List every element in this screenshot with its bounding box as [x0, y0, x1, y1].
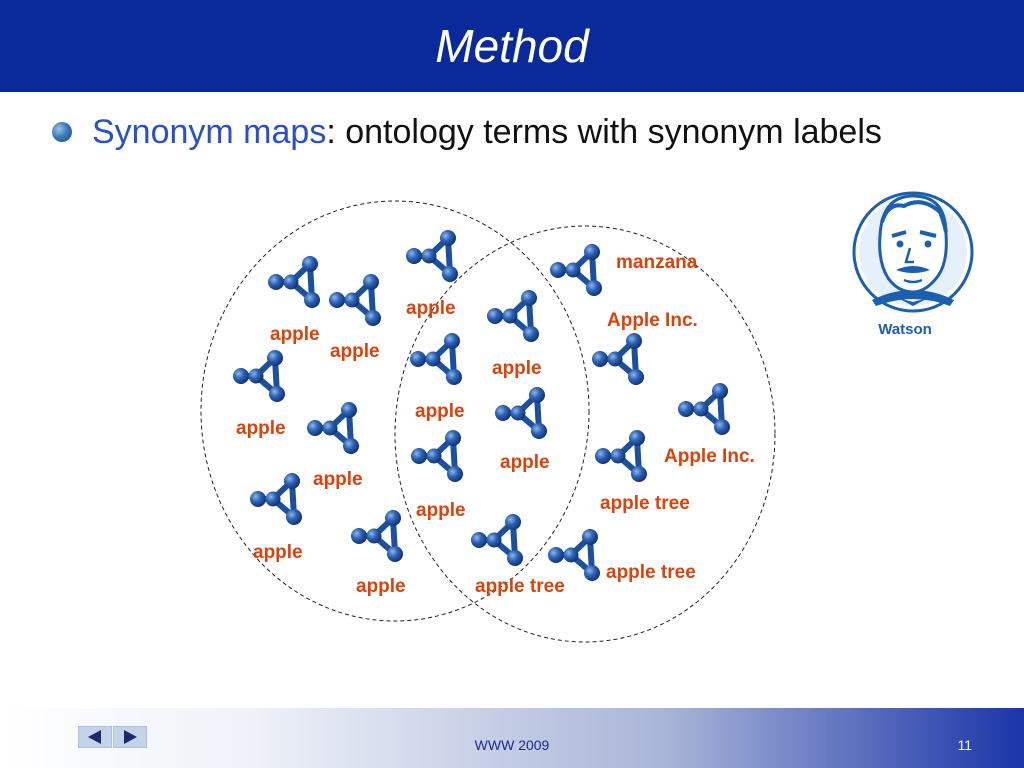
- ontology-node-icon: [351, 510, 403, 562]
- ontology-node-icon: [268, 256, 320, 308]
- bullet-highlight: Synonym maps: [92, 113, 327, 151]
- left-ellipse: [200, 200, 590, 622]
- watson-portrait-icon: Watson: [852, 191, 974, 338]
- label-apple-tree-2: apple tree: [606, 562, 696, 583]
- label-apple-1: apple: [406, 298, 456, 319]
- ontology-node-icon: [411, 430, 463, 482]
- label-apple-10: apple: [253, 542, 303, 563]
- ontology-node-icon: [595, 430, 647, 482]
- label-apple-8: apple: [313, 469, 363, 490]
- label-apple-3: apple: [330, 341, 380, 362]
- ontology-node-icon: [250, 473, 302, 525]
- prev-arrow-icon: [88, 730, 101, 744]
- label-apple-5: apple: [415, 401, 465, 422]
- slide-header: Method: [0, 0, 1024, 92]
- bullet-text: Synonym maps: ontology terms with synony…: [92, 111, 882, 153]
- synonym-labels: manzana apple Apple Inc. apple apple app…: [236, 252, 755, 597]
- conference-label: WWW 2009: [474, 737, 550, 753]
- ontology-node-icon: [495, 387, 547, 439]
- sphere-bullet-icon: [52, 122, 72, 142]
- ontology-node-icon: [406, 230, 458, 282]
- label-apple-inc-1: Apple Inc.: [607, 310, 698, 331]
- ontology-node-icon: [329, 274, 381, 326]
- label-apple-7: apple: [500, 452, 550, 473]
- slide-footer: [0, 708, 1024, 768]
- ontology-node-icon: [307, 402, 359, 454]
- ontology-nodes: [233, 230, 730, 581]
- label-apple-11: apple: [356, 576, 406, 597]
- label-apple-4: apple: [492, 358, 542, 379]
- label-apple-2: apple: [270, 324, 320, 345]
- ontology-node-icon: [678, 383, 730, 435]
- ontology-node-icon: [233, 350, 285, 402]
- label-apple-inc-2: Apple Inc.: [664, 446, 755, 467]
- ontology-node-icon: [548, 529, 600, 581]
- ontology-node-icon: [550, 244, 602, 296]
- next-arrow-icon: [124, 730, 137, 744]
- label-apple-6: apple: [236, 418, 286, 439]
- ontology-node-icon: [471, 514, 523, 566]
- label-manzana: manzana: [616, 252, 698, 273]
- slide-title: Method: [435, 20, 589, 72]
- ontology-node-icon: [592, 333, 644, 385]
- right-ellipse: [394, 225, 776, 643]
- label-apple-12: apple tree: [475, 576, 565, 597]
- label-apple-9: apple: [416, 500, 466, 521]
- label-apple-tree-1: apple tree: [600, 493, 690, 514]
- page-number: 11: [957, 737, 972, 753]
- prev-button[interactable]: [78, 726, 112, 748]
- bullet-rest: : ontology terms with synonym labels: [326, 113, 882, 151]
- ontology-node-icon: [410, 333, 462, 385]
- next-button[interactable]: [113, 726, 147, 748]
- ontology-node-icon: [487, 290, 539, 342]
- watson-caption: Watson: [878, 321, 932, 338]
